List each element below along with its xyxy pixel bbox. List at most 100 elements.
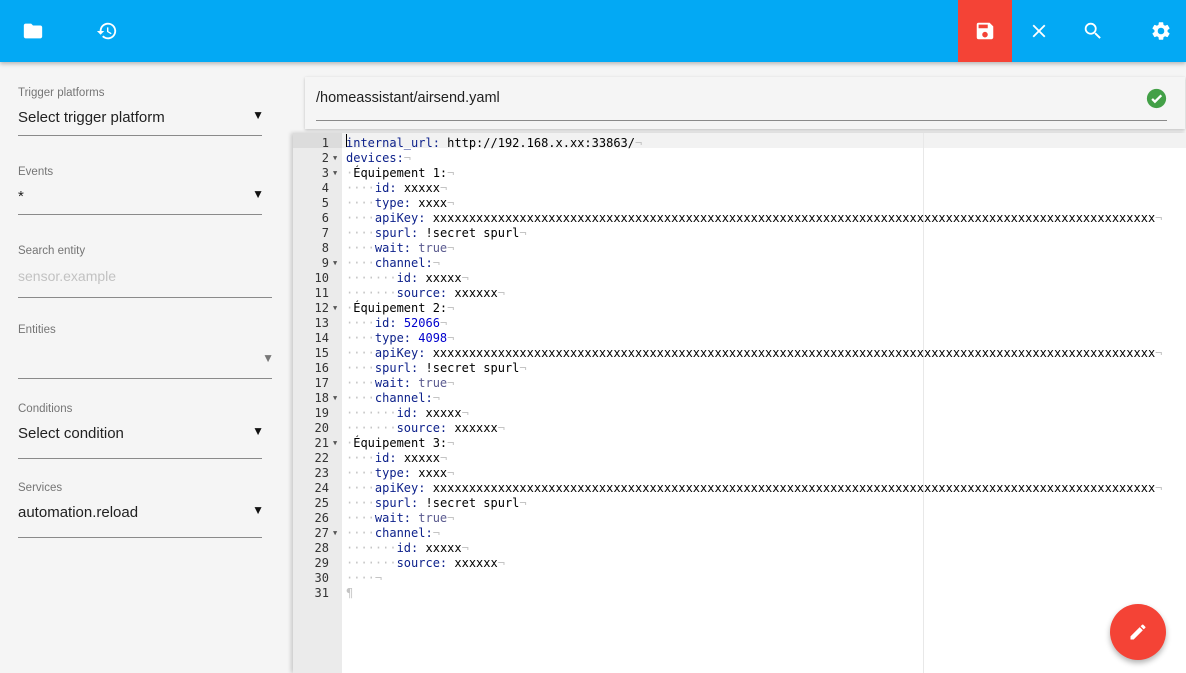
code-line: 24····apiKey: xxxxxxxxxxxxxxxxxxxxxxxxxx… [293, 481, 1186, 496]
history-icon [96, 22, 117, 40]
code-line: 16····spurl: !secret spurl¬ [293, 361, 1186, 376]
sidebar: Trigger platforms Select trigger platfor… [0, 62, 292, 673]
line-number: 30 [314, 571, 329, 585]
code-text: ····spurl: !secret spurl¬ [346, 226, 527, 240]
yaml-value: 52066 [396, 316, 440, 330]
file-path[interactable]: /homeassistant/airsend.yaml [316, 90, 500, 106]
code-text: devices:¬ [346, 151, 412, 165]
active-line-gutter-highlight [293, 133, 342, 148]
code-line: 23····type: xxxx¬ [293, 466, 1186, 481]
line-number: 12 [314, 301, 329, 315]
editor-gutter [293, 133, 342, 673]
file-path-underline [316, 120, 1167, 121]
search-entity-field[interactable]: Search entity sensor.example [18, 245, 272, 298]
entities-label: Entities [18, 324, 56, 336]
events-label: Events [18, 166, 54, 178]
code-line: 28 ·······id: xxxxx¬ [293, 541, 1186, 556]
code-text: ····wait: true¬ [346, 511, 455, 525]
fold-toggle-icon[interactable]: ▼ [333, 394, 338, 402]
field-underline [18, 537, 262, 538]
edit-fab-button[interactable] [1110, 604, 1166, 660]
active-line-highlight [293, 133, 1186, 148]
code-text: ····type: xxxx¬ [346, 196, 455, 210]
yaml-value: Équipement 2: [353, 301, 448, 315]
search-entity-input[interactable]: sensor.example [18, 268, 117, 284]
search-entity-label: Search entity [18, 245, 86, 257]
folder-icon [23, 23, 43, 39]
code-line: 21▼·Équipement 3:¬ [293, 436, 1186, 451]
fold-toggle-icon[interactable]: ▼ [333, 154, 338, 162]
check-circle-icon [1146, 88, 1167, 109]
line-number: 22 [314, 451, 329, 465]
code-line: 29·······source: xxxxxx¬ [293, 556, 1186, 571]
yaml-value: true [411, 511, 448, 525]
yaml-value: xxxxxx [447, 286, 498, 300]
code-line: 6····apiKey: xxxxxxxxxxxxxxxxxxxxxxxxxxx… [293, 211, 1186, 226]
yaml-value: 4098 [411, 331, 448, 345]
yaml-key: spurl: [374, 496, 419, 510]
conditions-label: Conditions [18, 403, 73, 415]
trigger-platform-select[interactable]: Trigger platforms Select trigger platfor… [18, 87, 264, 136]
field-underline [18, 378, 272, 379]
fold-toggle-icon[interactable]: ▼ [333, 304, 338, 312]
history-button[interactable] [80, 0, 134, 62]
gear-icon [1152, 22, 1170, 40]
entities-value [18, 345, 272, 365]
dropdown-arrow-icon: ▼ [252, 503, 264, 517]
code-line: 27▼····channel:¬ [293, 526, 1186, 541]
pencil-icon [1130, 624, 1146, 640]
line-number: 5 [321, 196, 329, 210]
code-line: 9▼····channel:¬ [293, 256, 1186, 271]
save-icon [976, 22, 994, 40]
conditions-select[interactable]: Conditions Select condition ▼ [18, 403, 264, 459]
field-underline [18, 297, 272, 298]
code-line: 2▼devices:¬ [293, 151, 1186, 166]
entities-select[interactable]: Entities ▼ [18, 324, 274, 379]
yaml-key: wait: [374, 511, 412, 525]
code-line: 8····wait: true¬ [293, 241, 1186, 256]
yaml-key: channel: [374, 526, 433, 540]
yaml-key: devices: [346, 151, 404, 165]
code-text: ····channel:¬ [346, 256, 440, 270]
code-text: ····spurl: !secret spurl¬ [346, 496, 527, 510]
code-line: 22 ····id: xxxxx¬ [293, 451, 1186, 466]
yaml-value: xxxxx [418, 271, 462, 285]
code-text: ·Équipement 2:¬ [346, 301, 455, 315]
dropdown-arrow-icon: ▼ [252, 424, 264, 438]
code-text: ·Équipement 1:¬ [346, 166, 455, 180]
yaml-key: channel: [374, 391, 433, 405]
line-number: 28 [314, 541, 329, 555]
yaml-value: xxxxxxxxxxxxxxxxxxxxxxxxxxxxxxxxxxxxxxxx… [425, 481, 1156, 495]
services-select[interactable]: Services automation.reload ▼ [18, 482, 264, 538]
fold-toggle-icon[interactable]: ▼ [333, 529, 338, 537]
settings-button[interactable] [1134, 0, 1186, 62]
code-text: ····apiKey: xxxxxxxxxxxxxxxxxxxxxxxxxxxx… [346, 346, 1163, 360]
fold-toggle-icon[interactable]: ▼ [333, 439, 338, 447]
save-button[interactable] [958, 0, 1012, 62]
close-button[interactable] [1012, 0, 1066, 62]
yaml-value: true [411, 241, 448, 255]
code-text: ·······id: xxxxx¬ [346, 541, 469, 555]
yaml-key: id: [396, 541, 419, 555]
line-number: 8 [321, 241, 329, 255]
search-button[interactable] [1066, 0, 1120, 62]
line-number: 17 [314, 376, 329, 390]
yaml-value: xxxxxxxxxxxxxxxxxxxxxxxxxxxxxxxxxxxxxxxx… [425, 211, 1156, 225]
line-number: 1 [321, 136, 329, 150]
code-text: ····id: xxxxx¬ [346, 451, 448, 465]
yaml-key: wait: [374, 376, 412, 390]
yaml-key: apiKey: [374, 346, 426, 360]
services-value: automation.reload [18, 504, 139, 521]
top-toolbar [0, 0, 1186, 62]
line-number: 27 [314, 526, 329, 540]
fold-toggle-icon[interactable]: ▼ [333, 259, 338, 267]
events-select[interactable]: Events * ▼ [18, 166, 264, 215]
fold-toggle-icon[interactable]: ▼ [333, 169, 338, 177]
yaml-value: xxxxx [418, 541, 462, 555]
line-number: 7 [321, 226, 329, 240]
open-file-button[interactable] [6, 0, 60, 62]
code-line: 25····spurl: !secret spurl¬ [293, 496, 1186, 511]
yaml-key: id: [396, 406, 419, 420]
yaml-key: channel: [374, 256, 433, 270]
